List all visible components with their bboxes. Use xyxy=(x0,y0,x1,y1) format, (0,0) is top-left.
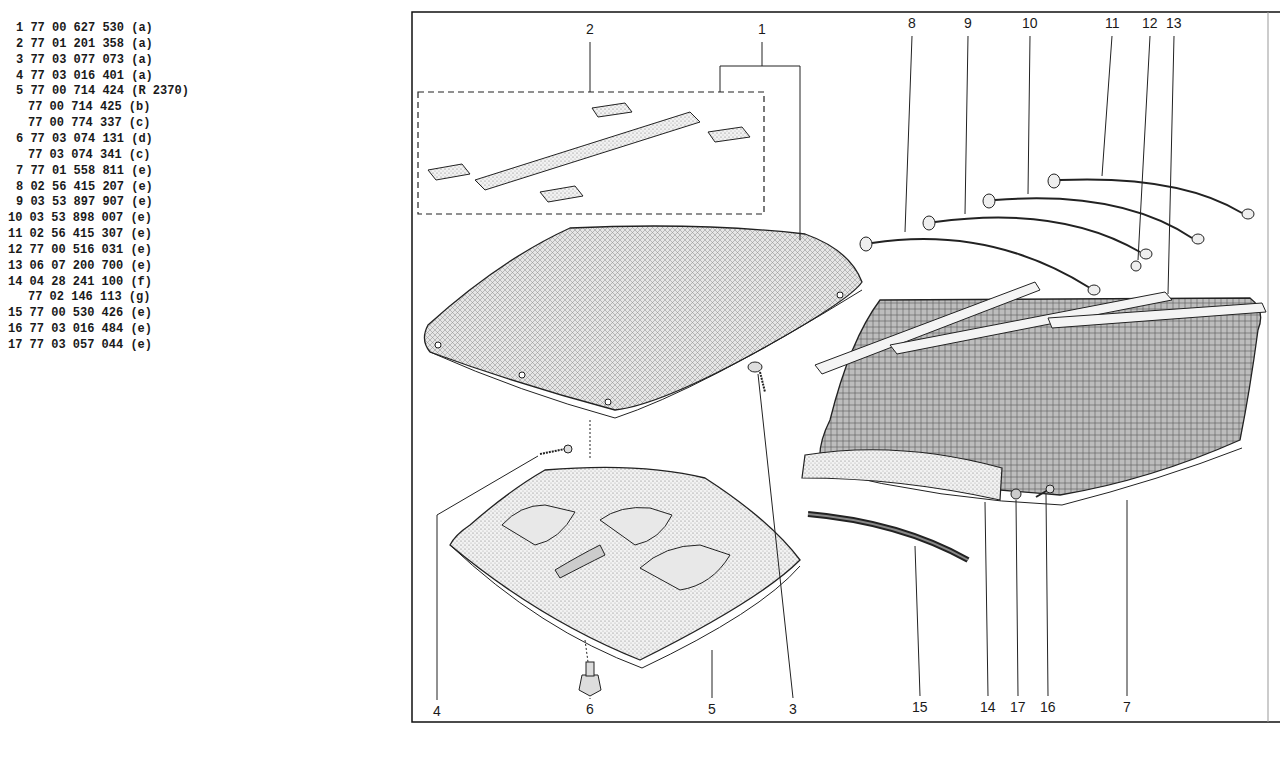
callout-number: 17 xyxy=(1009,700,1027,714)
callout-number: 14 xyxy=(979,700,997,714)
callout-number: 10 xyxy=(1021,16,1039,30)
part-number-row: 77 02 146 113 (g) xyxy=(28,291,150,303)
callout-number: 1 xyxy=(757,22,767,36)
callout-number: 13 xyxy=(1165,16,1183,30)
part-number-row: 7 77 01 558 811 (e) xyxy=(16,165,153,177)
callout-number: 4 xyxy=(432,704,442,718)
part-number-row: 3 77 03 077 073 (a) xyxy=(16,54,153,66)
part-number-row: 77 00 714 425 (b) xyxy=(28,101,150,113)
part-number-row: 16 77 03 016 484 (e) xyxy=(8,323,152,335)
part-number-row: 9 03 53 897 907 (e) xyxy=(16,196,153,208)
callout-number: 11 xyxy=(1104,16,1121,30)
callout-number: 12 xyxy=(1141,16,1159,30)
callout-number: 15 xyxy=(911,700,929,714)
callout-number: 3 xyxy=(788,702,798,716)
part-number-row: 4 77 03 016 401 (a) xyxy=(16,70,153,82)
part-number-row: 14 04 28 241 100 (f) xyxy=(8,276,152,288)
part-number-row: 12 77 00 516 031 (e) xyxy=(8,244,152,256)
part-number-row: 6 77 03 074 131 (d) xyxy=(16,133,153,145)
part-number-row: 11 02 56 415 307 (e) xyxy=(8,228,152,240)
callout-number: 16 xyxy=(1039,700,1057,714)
callout-number: 8 xyxy=(907,16,917,30)
part-number-row: 10 03 53 898 007 (e) xyxy=(8,212,152,224)
part-number-row: 1 77 00 627 530 (a) xyxy=(16,22,153,34)
callout-number: 7 xyxy=(1122,700,1132,714)
callout-number: 5 xyxy=(707,702,717,716)
part-number-row: 8 02 56 415 207 (e) xyxy=(16,181,153,193)
part-number-row: 77 03 074 341 (c) xyxy=(28,149,150,161)
part-number-row: 77 00 774 337 (c) xyxy=(28,117,150,129)
part-number-row: 2 77 01 201 358 (a) xyxy=(16,38,153,50)
callout-number: 6 xyxy=(585,702,595,716)
callout-number: 9 xyxy=(963,16,973,30)
part-number-row: 5 77 00 714 424 (R 2370) xyxy=(16,85,189,97)
part-number-row: 15 77 00 530 426 (e) xyxy=(8,307,152,319)
part-number-row: 13 06 07 200 700 (e) xyxy=(8,260,152,272)
callout-number: 2 xyxy=(585,22,595,36)
part-number-row: 17 77 03 057 044 (e) xyxy=(8,339,152,351)
